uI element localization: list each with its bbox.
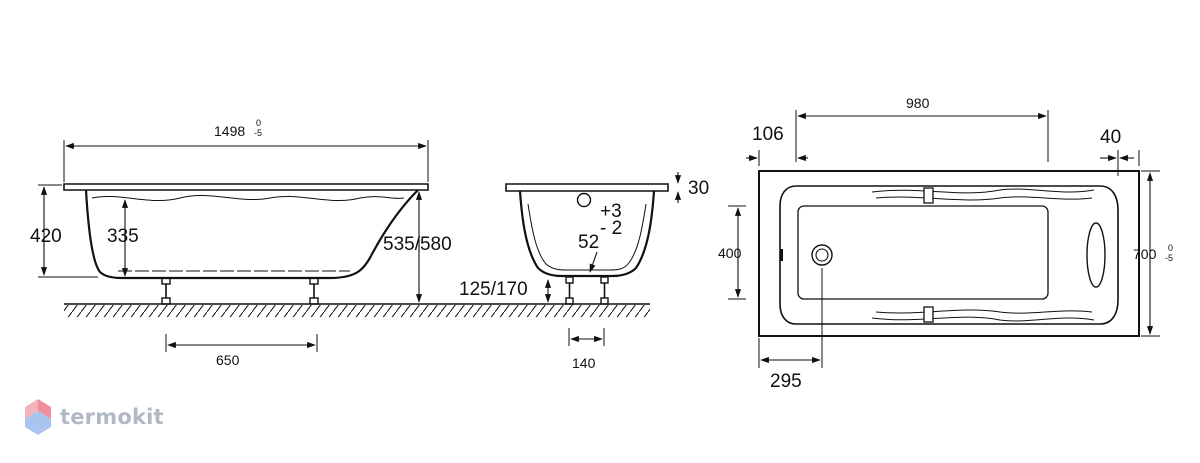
top-width-tol-upper: 0: [1168, 243, 1173, 253]
top-contour-upper-2: [875, 196, 1093, 201]
top-tub-floor: [797, 205, 1049, 300]
dim-rim-height: 30: [674, 172, 709, 203]
side-length-tol-lower: -5: [254, 128, 262, 138]
dim-top-right-offset: 40: [1100, 127, 1140, 176]
leg-width-label: 140: [572, 355, 596, 371]
rim-height-label: 30: [688, 178, 709, 199]
tolerance-plus: +3: [600, 201, 622, 222]
dim-leg-width: 140: [568, 328, 605, 371]
end-tub-rim: [505, 183, 669, 192]
top-contour-lower-2: [875, 309, 1093, 314]
dim-top-width: 700 0 -5: [1133, 170, 1173, 337]
dim-inner-depth: 335: [107, 199, 139, 277]
dim-total-height: 535/580: [383, 191, 452, 303]
side-length-tol-upper: 0: [256, 118, 261, 128]
side-view: 1498 0 -5 420 335 535/580 650: [30, 118, 650, 368]
top-contour-upper: [871, 188, 1095, 194]
top-left-offset-label: 106: [752, 124, 784, 145]
top-handle-upper: [923, 187, 934, 204]
total-height-label: 535/580: [383, 234, 452, 255]
top-drain-inner: [815, 248, 829, 262]
dim-leg-spacing: 650: [165, 334, 318, 368]
top-length-label: 980: [906, 95, 930, 111]
top-width-label: 700: [1133, 246, 1157, 262]
end-tub-inner: [527, 203, 647, 271]
side-tub-rim: [63, 183, 429, 191]
dim-side-height: 420: [30, 184, 98, 278]
inner-width-label: 400: [718, 245, 742, 261]
side-tub-inner-wave: [91, 195, 405, 201]
side-length-label: 1498: [214, 123, 245, 139]
dim-inner-width: 400: [718, 205, 746, 300]
leg-spacing-label: 650: [216, 352, 240, 368]
top-overflow: [780, 249, 783, 261]
end-leg-right: [600, 276, 609, 305]
top-tub-basin: [779, 185, 1119, 325]
end-drain-hole: [576, 192, 592, 208]
side-height-label: 420: [30, 226, 62, 247]
side-leg-left: [161, 277, 171, 305]
brand-name: termokit: [60, 405, 164, 429]
top-contour-lower: [871, 316, 1095, 322]
dim-drain-height: 52: [578, 232, 599, 273]
end-view: 30 +3 - 2 52 125/170 140: [459, 172, 709, 371]
side-tub-body: [84, 189, 419, 280]
top-headrest: [1086, 222, 1106, 288]
top-tub-outline: [758, 170, 1140, 337]
dim-side-length: 1498 0 -5: [63, 118, 429, 182]
brand-watermark: termokit: [24, 398, 164, 436]
drain-height-label: 52: [578, 232, 599, 253]
dim-bottom-offset: 295: [758, 268, 823, 392]
top-width-tol-lower: -5: [1165, 253, 1173, 263]
side-leg-right: [309, 277, 319, 305]
top-right-offset-label: 40: [1100, 127, 1121, 148]
leg-height-label: 125/170: [459, 279, 528, 300]
inner-depth-label: 335: [107, 226, 139, 247]
dim-leg-height: 125/170: [459, 279, 552, 303]
floor-hatching: [64, 305, 650, 317]
top-view: 980 106 40 700 0 -5: [718, 95, 1173, 392]
brand-logo-icon: [25, 399, 51, 435]
tolerance-minus: - 2: [600, 218, 622, 239]
end-leg-left: [565, 276, 574, 305]
top-drain-outer: [811, 244, 833, 266]
top-handle-lower: [923, 306, 934, 323]
dim-top-length: 980: [795, 95, 1049, 162]
bottom-offset-label: 295: [770, 371, 802, 392]
dim-top-left-offset: 106: [746, 124, 808, 166]
